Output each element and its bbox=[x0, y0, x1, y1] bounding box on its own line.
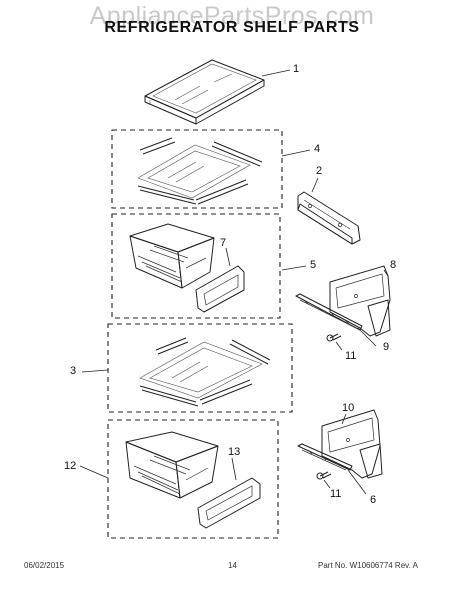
leader-11-lower bbox=[323, 479, 331, 489]
crisper-drawer-part-5 bbox=[129, 223, 215, 289]
leader-6 bbox=[347, 469, 367, 495]
watermark: AppliancePartsPros.com bbox=[89, 2, 375, 30]
leader-9 bbox=[357, 327, 377, 347]
callout-8: 8 bbox=[390, 259, 397, 271]
callout-1: 1 bbox=[293, 63, 300, 75]
callout-12: 12 bbox=[64, 460, 77, 472]
page-title: REFRIGERATOR SHELF PARTS bbox=[104, 19, 360, 36]
callout-6: 6 bbox=[370, 494, 377, 506]
leader-10 bbox=[341, 413, 347, 425]
leader-3 bbox=[81, 369, 109, 373]
crisper-drawer-part-12 bbox=[125, 431, 219, 499]
glass-shelf-part-1 bbox=[144, 59, 265, 125]
screw-part-11-lower bbox=[316, 471, 332, 480]
shelf-frame-part-4 bbox=[137, 137, 263, 205]
drawer-front-part-7 bbox=[195, 265, 245, 313]
footer-page-number: 14 bbox=[228, 561, 237, 570]
callout-2: 2 bbox=[316, 165, 323, 177]
leader-4 bbox=[281, 149, 311, 157]
leader-8 bbox=[383, 269, 389, 277]
callout-4: 4 bbox=[314, 143, 321, 155]
drawer-front-part-13 bbox=[197, 477, 261, 529]
leader-12 bbox=[79, 465, 109, 479]
callout-11-lower: 11 bbox=[330, 488, 342, 500]
footer-date: 06/02/2015 bbox=[24, 561, 65, 570]
shelf-frame-part-3 bbox=[139, 337, 271, 407]
rail-cover-part-10 bbox=[321, 409, 383, 479]
slide-rail-part-9 bbox=[295, 293, 363, 331]
bracket-part-2 bbox=[297, 191, 361, 245]
leader-1 bbox=[261, 69, 291, 77]
screw-part-11-upper bbox=[326, 333, 342, 342]
assembly-box-3 bbox=[107, 323, 293, 413]
assembly-box-5 bbox=[111, 213, 281, 319]
callout-11-upper: 11 bbox=[345, 350, 357, 362]
slide-rail-part-6 bbox=[297, 443, 353, 471]
callout-7: 7 bbox=[220, 237, 227, 249]
callout-3: 3 bbox=[70, 365, 77, 377]
rail-cover-part-8 bbox=[329, 265, 391, 337]
leader-5 bbox=[281, 265, 307, 271]
leader-2 bbox=[311, 177, 319, 193]
callout-13: 13 bbox=[228, 446, 241, 458]
callout-10: 10 bbox=[342, 402, 355, 414]
assembly-box-12 bbox=[107, 419, 279, 539]
leader-13 bbox=[231, 457, 237, 481]
leader-7 bbox=[225, 247, 231, 267]
assembly-box-4 bbox=[111, 129, 283, 209]
callout-9: 9 bbox=[383, 341, 390, 353]
footer-part-number: Part No. W10606774 Rev. A bbox=[318, 561, 418, 570]
callout-5: 5 bbox=[310, 259, 317, 271]
leader-11-upper bbox=[335, 341, 343, 351]
